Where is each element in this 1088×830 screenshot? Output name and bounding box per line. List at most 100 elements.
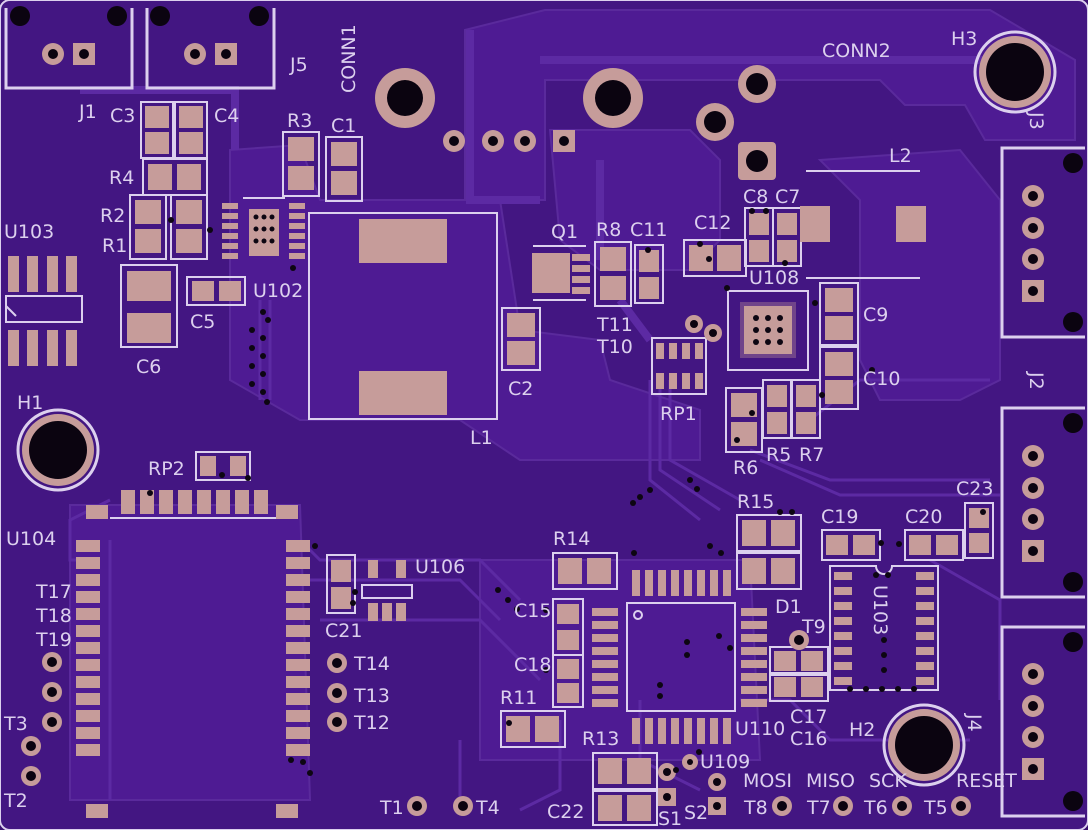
label-r8: R8 xyxy=(596,219,621,241)
label-j3: J3 xyxy=(1025,111,1047,130)
label-t17: T17 xyxy=(35,581,72,603)
label-r13: R13 xyxy=(582,728,619,750)
smd-parts-vertical xyxy=(120,101,994,708)
u109-ic xyxy=(682,754,698,770)
conn2-jack xyxy=(696,65,776,180)
u102-ic xyxy=(222,197,305,259)
q1-transistor xyxy=(532,245,590,301)
label-s2: S2 xyxy=(684,802,708,824)
conn1-jack xyxy=(375,68,643,152)
label-s1: S1 xyxy=(658,808,682,830)
label-c15: C15 xyxy=(514,600,551,622)
u104-module xyxy=(76,490,310,818)
label-u110: U110 xyxy=(735,718,785,740)
label-d1: D1 xyxy=(775,596,802,618)
u108-ic xyxy=(727,290,809,371)
label-c5: C5 xyxy=(190,311,215,333)
label-c10: C10 xyxy=(863,368,900,390)
label-u102: U102 xyxy=(253,280,303,302)
label-t6: T6 xyxy=(863,797,888,819)
label-r7: R7 xyxy=(799,444,824,466)
label-t2: T2 xyxy=(3,790,28,812)
label-c16: C16 xyxy=(790,728,827,750)
label-mosi: MOSI xyxy=(743,770,792,792)
mounting-holes xyxy=(16,30,1057,787)
label-r11: R11 xyxy=(500,687,537,709)
label-t5: T5 xyxy=(923,797,948,819)
label-c11: C11 xyxy=(630,219,667,241)
label-t9: T9 xyxy=(801,616,826,638)
u110-ic xyxy=(592,570,767,744)
label-c20: C20 xyxy=(905,506,942,528)
label-u103: U103 xyxy=(4,221,54,243)
u103-ic xyxy=(5,256,83,366)
label-j1: J1 xyxy=(78,101,97,123)
label-h1: H1 xyxy=(17,392,43,414)
label-t13: T13 xyxy=(353,685,390,707)
label-t19: T19 xyxy=(35,629,72,651)
label-h3: H3 xyxy=(951,28,977,50)
j2-header xyxy=(1000,406,1085,599)
smd-parts-horizontal xyxy=(142,158,964,826)
label-r5: R5 xyxy=(766,444,791,466)
label-t12: T12 xyxy=(353,712,390,734)
label-c21: C21 xyxy=(325,620,362,642)
label-c6: C6 xyxy=(136,356,161,378)
label-j4: J4 xyxy=(963,713,985,732)
label-h2: H2 xyxy=(849,719,875,741)
label-reset: RESET xyxy=(956,770,1017,792)
test-points xyxy=(21,315,971,816)
label-q1: Q1 xyxy=(551,221,578,243)
label-t4: T4 xyxy=(475,797,500,819)
label-c19: C19 xyxy=(821,506,858,528)
label-rp2: RP2 xyxy=(148,458,185,480)
label-c7: C7 xyxy=(775,186,800,208)
label-t8: T8 xyxy=(743,797,768,819)
label-c12: C12 xyxy=(694,212,731,234)
label-r3: R3 xyxy=(287,110,312,132)
label-j5: J5 xyxy=(289,54,308,76)
silkscreen-labels: J1 J5 CONN1 CONN2 H3 J3 C3 C4 R3 C1 R4 R… xyxy=(3,24,1047,830)
label-u104: U104 xyxy=(6,528,56,550)
label-c1: C1 xyxy=(331,115,356,137)
label-sck: SCK xyxy=(869,770,907,792)
rp1-resistor-pack xyxy=(651,337,707,395)
label-j2: J2 xyxy=(1025,371,1047,390)
label-c22: C22 xyxy=(547,801,584,823)
label-t7: T7 xyxy=(806,797,831,819)
label-c4: C4 xyxy=(214,105,239,127)
label-t18: T18 xyxy=(35,605,72,627)
label-c18: C18 xyxy=(514,654,551,676)
label-conn2: CONN2 xyxy=(822,40,891,62)
j1-connector xyxy=(4,6,134,90)
label-r6: R6 xyxy=(733,457,758,479)
label-l2: L2 xyxy=(889,145,912,167)
label-rp1: RP1 xyxy=(660,403,697,425)
j5-connector xyxy=(145,6,276,90)
label-c17: C17 xyxy=(790,706,827,728)
j4-header xyxy=(1000,625,1085,818)
label-t3: T3 xyxy=(3,713,28,735)
label-r15: R15 xyxy=(737,491,774,513)
label-c8: C8 xyxy=(743,186,768,208)
label-c9: C9 xyxy=(863,304,888,326)
label-r2: R2 xyxy=(100,205,125,227)
label-t1: T1 xyxy=(379,797,404,819)
label-t11: T11 xyxy=(596,314,633,336)
label-t14: T14 xyxy=(353,653,390,675)
label-l1: L1 xyxy=(470,427,493,449)
label-t10: T10 xyxy=(596,336,633,358)
label-u106: U106 xyxy=(415,556,465,578)
label-conn1: CONN1 xyxy=(338,24,360,93)
l1-inductor xyxy=(308,212,498,420)
label-u108: U108 xyxy=(749,267,799,289)
label-u103-right: U103 xyxy=(869,585,891,635)
label-c2: C2 xyxy=(508,378,533,400)
label-r14: R14 xyxy=(553,528,590,550)
rp2-resistor-pack xyxy=(195,451,251,481)
j3-header xyxy=(1000,146,1085,339)
u106-ic xyxy=(361,560,413,621)
label-r1: R1 xyxy=(102,235,127,257)
label-miso: MISO xyxy=(806,770,855,792)
